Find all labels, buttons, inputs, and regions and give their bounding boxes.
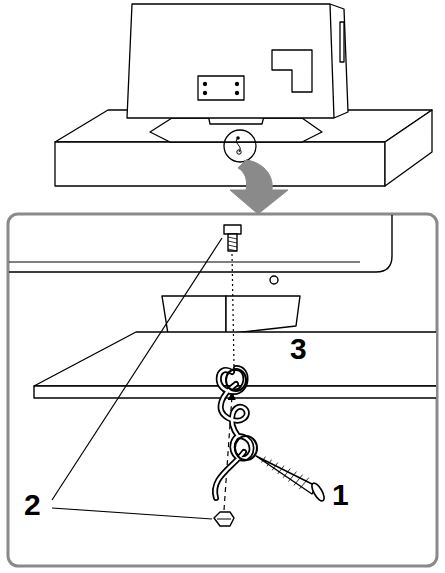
leader-line <box>52 508 212 519</box>
tv-bottom-edge <box>9 215 392 272</box>
callout-number: 2 <box>24 490 41 520</box>
leader-lines <box>52 238 222 519</box>
callout-number: 1 <box>332 480 349 510</box>
bolt <box>224 225 241 251</box>
tv-panel-line <box>9 262 360 263</box>
detail-view <box>9 215 436 526</box>
stand-neck <box>162 296 300 334</box>
leader-line <box>52 238 222 500</box>
zoom-arrow <box>230 160 288 214</box>
strap <box>215 368 257 498</box>
callout-number: 3 <box>290 334 307 364</box>
guide-line <box>232 254 234 366</box>
detail-frame <box>8 214 437 566</box>
tv-back <box>127 4 348 118</box>
zoom-circle <box>224 130 256 162</box>
nut <box>214 512 234 526</box>
screw-hole <box>270 276 278 284</box>
wood-screw <box>256 456 326 503</box>
